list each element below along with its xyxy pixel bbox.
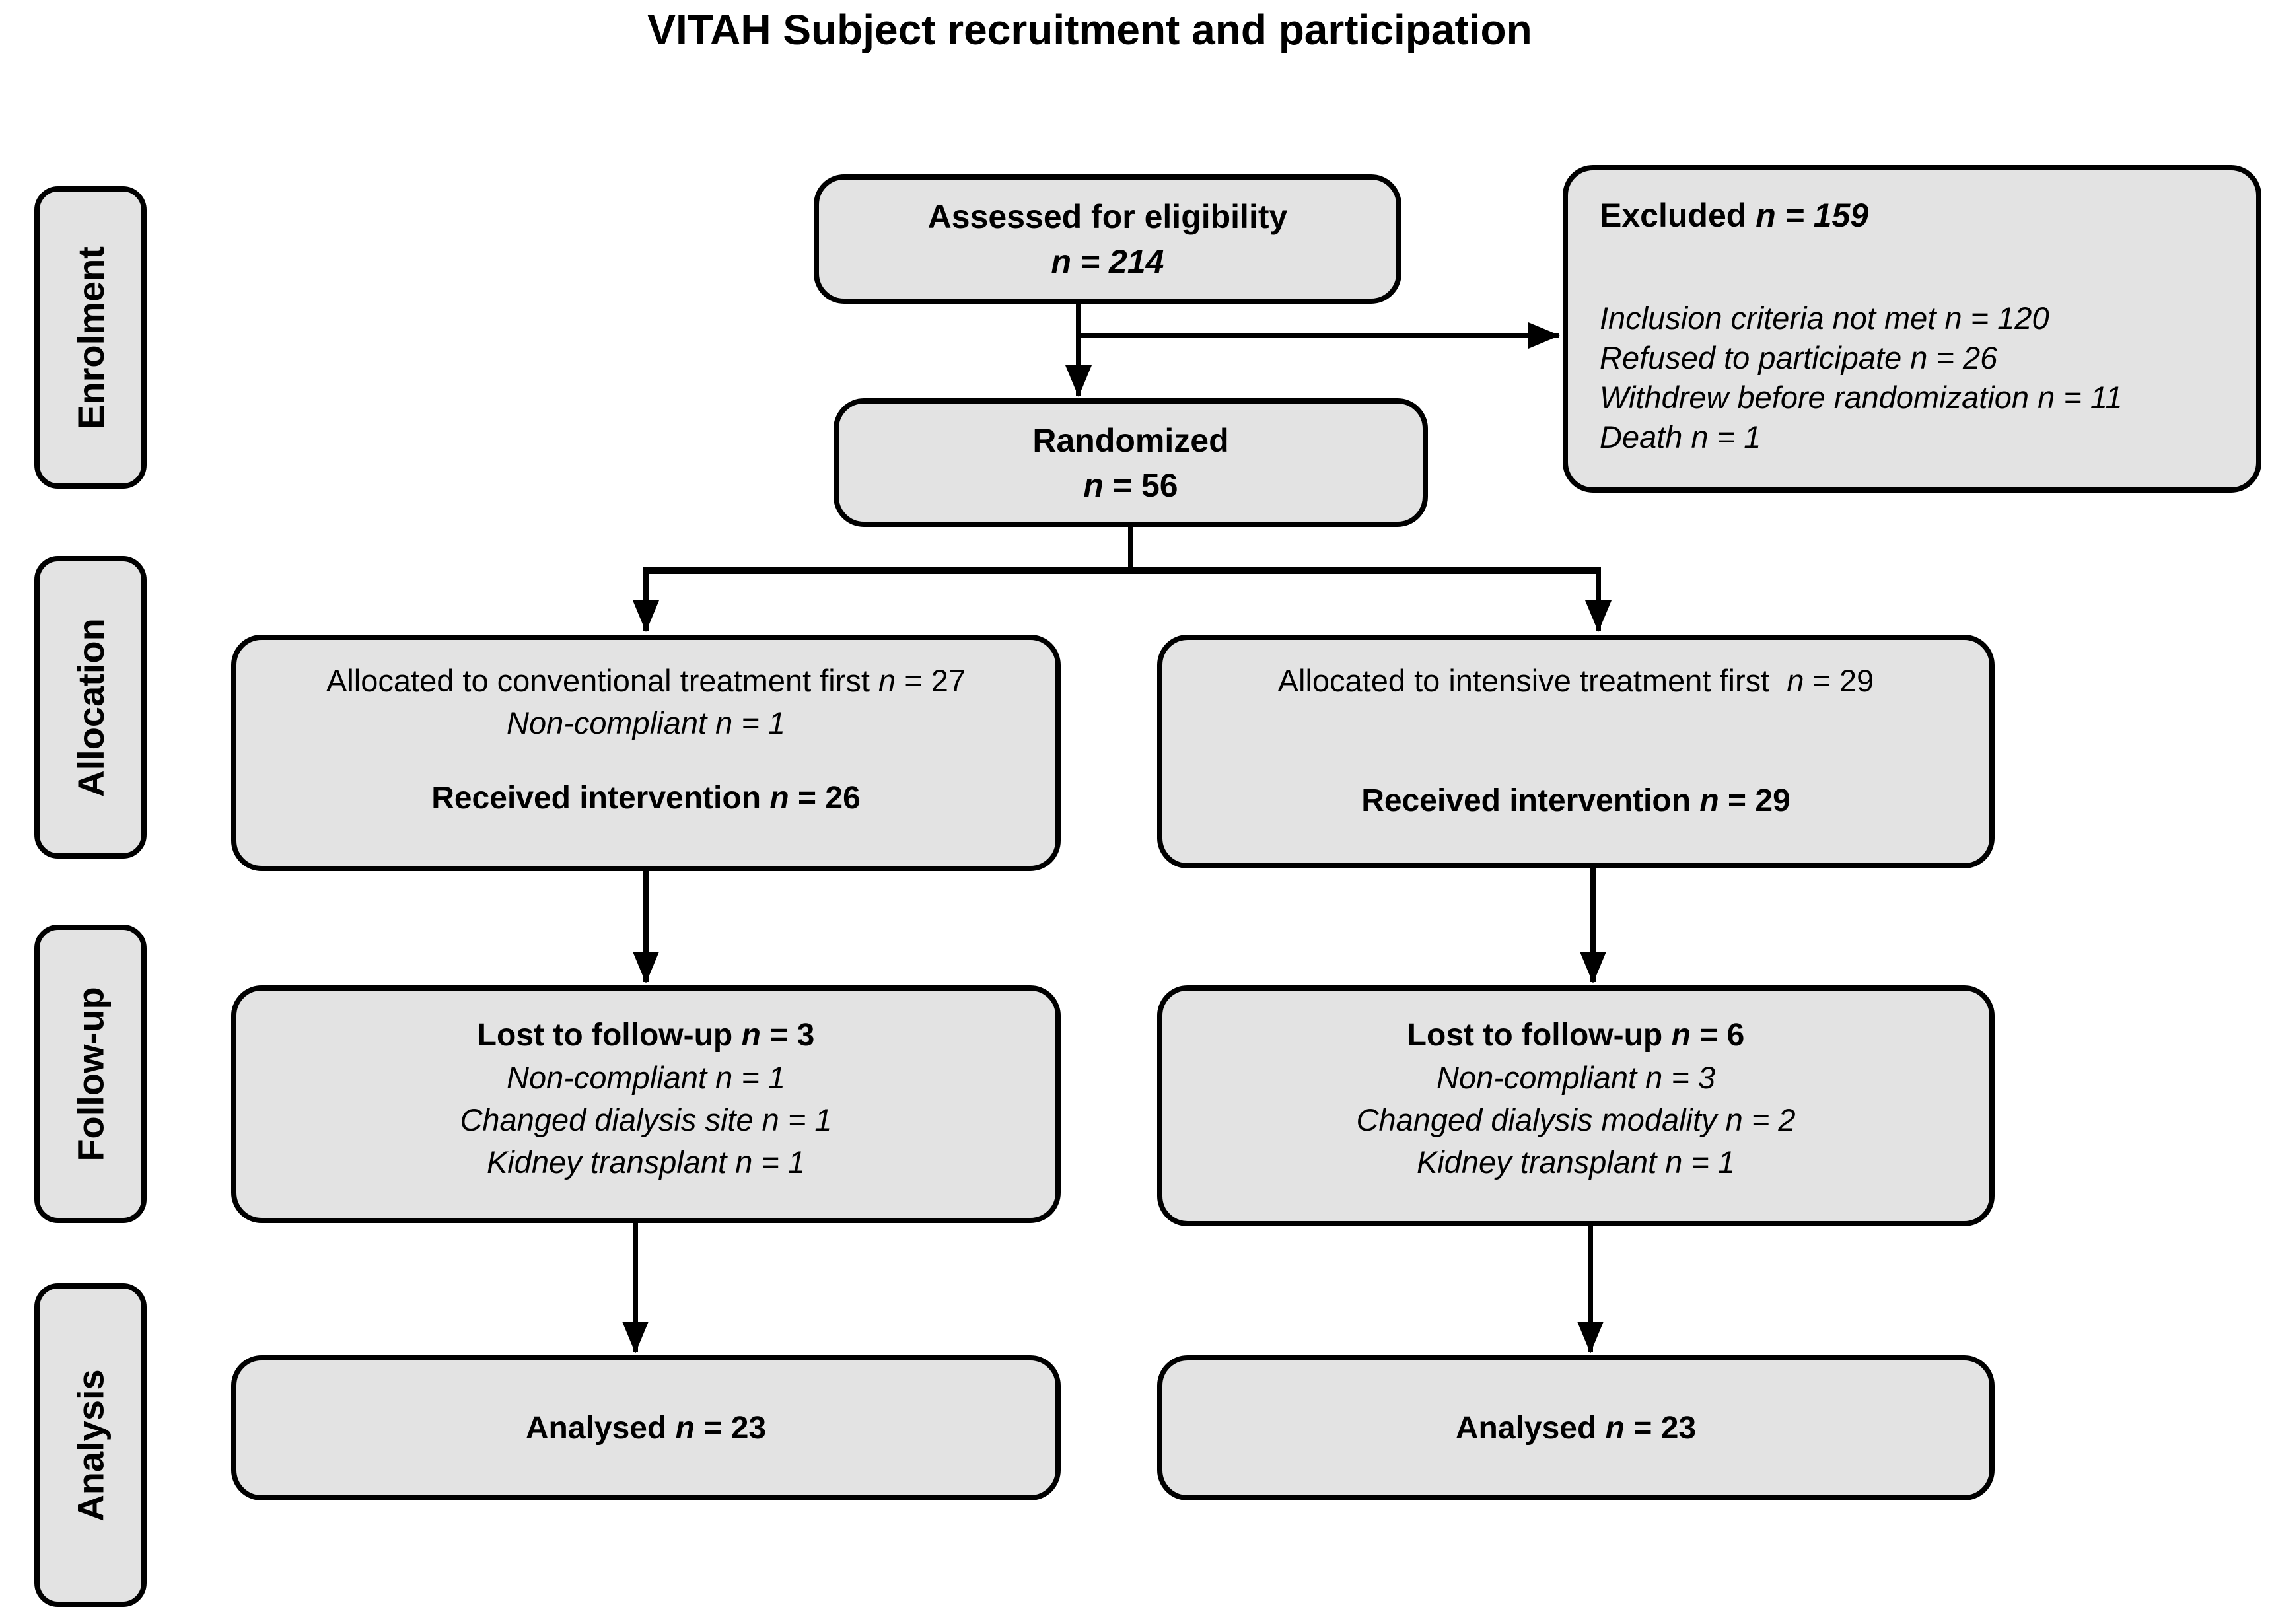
fu-left-reason: Kidney transplant n = 1 xyxy=(486,1145,806,1180)
analysed-left-text: Analysed n = 23 xyxy=(525,1410,767,1446)
excluded-reason: Inclusion criteria not met n = 120 xyxy=(1600,300,2049,335)
excluded-reason: Death n = 1 xyxy=(1600,419,1761,454)
box-randomized: Randomized n = 56 xyxy=(834,398,1428,527)
randomized-title: Randomized xyxy=(1032,421,1229,459)
box-analysed-right: Analysed n = 23 xyxy=(1157,1355,1995,1500)
stage-label-analysis: Analysis xyxy=(34,1283,147,1607)
box-allocated-intensive-first: Allocated to intensive treatment first n… xyxy=(1157,635,1995,868)
stage-label-analysis-text: Analysis xyxy=(69,1368,112,1522)
box-allocated-conventional-first: Allocated to conventional treatment firs… xyxy=(231,635,1061,871)
stage-label-allocation: Allocation xyxy=(34,556,147,859)
stage-label-enrolment-text: Enrolment xyxy=(69,246,112,429)
fu-left-reason: Non-compliant n = 1 xyxy=(507,1060,785,1095)
stage-label-allocation-text: Allocation xyxy=(69,618,112,797)
stage-label-followup: Follow-up xyxy=(34,925,147,1223)
box-assessed-for-eligibility: Assessed for eligibility n = 214 xyxy=(814,174,1401,304)
fu-right-header: Lost to follow-up n = 6 xyxy=(1407,1018,1745,1053)
alloc-right-received: Received intervention n = 29 xyxy=(1361,783,1791,818)
alloc-right-line1: Allocated to intensive treatment first n… xyxy=(1277,663,1874,698)
randomized-count: n = 56 xyxy=(1083,466,1178,504)
excluded-header: Excluded n = 159 xyxy=(1600,197,1869,234)
alloc-left-line1: Allocated to conventional treatment firs… xyxy=(326,663,966,698)
assessed-count: n = 214 xyxy=(1051,243,1164,280)
box-lost-to-followup-left: Lost to follow-up n = 3 Non-compliant n … xyxy=(231,985,1061,1223)
stage-label-enrolment: Enrolment xyxy=(34,186,147,489)
box-excluded: Excluded n = 159 Inclusion criteria not … xyxy=(1563,165,2261,493)
alloc-left-received: Received intervention n = 26 xyxy=(431,781,861,816)
fu-right-reason: Changed dialysis modality n = 2 xyxy=(1356,1102,1796,1137)
box-analysed-left: Analysed n = 23 xyxy=(231,1355,1061,1500)
fu-right-reason: Non-compliant n = 3 xyxy=(1436,1060,1715,1095)
fu-right-reason: Kidney transplant n = 1 xyxy=(1416,1145,1736,1180)
alloc-left-noncompliant: Non-compliant n = 1 xyxy=(507,705,785,740)
alloc-left-spacer xyxy=(236,744,1055,777)
fu-left-reason: Changed dialysis site n = 1 xyxy=(460,1102,832,1137)
excluded-reason: Refused to participate n = 26 xyxy=(1600,340,1998,375)
page-title: VITAH Subject recruitment and participat… xyxy=(647,6,1532,53)
alloc-right-spacer xyxy=(1162,702,1989,780)
excluded-reason: Withdrew before randomization n = 11 xyxy=(1600,380,2123,415)
excluded-spacer xyxy=(1600,235,2224,299)
analysed-right-text: Analysed n = 23 xyxy=(1455,1410,1697,1446)
fu-left-header: Lost to follow-up n = 3 xyxy=(477,1018,815,1053)
assessed-title: Assessed for eligibility xyxy=(927,198,1288,235)
stage-label-followup-text: Follow-up xyxy=(69,986,112,1162)
box-lost-to-followup-right: Lost to follow-up n = 6 Non-compliant n … xyxy=(1157,985,1995,1226)
